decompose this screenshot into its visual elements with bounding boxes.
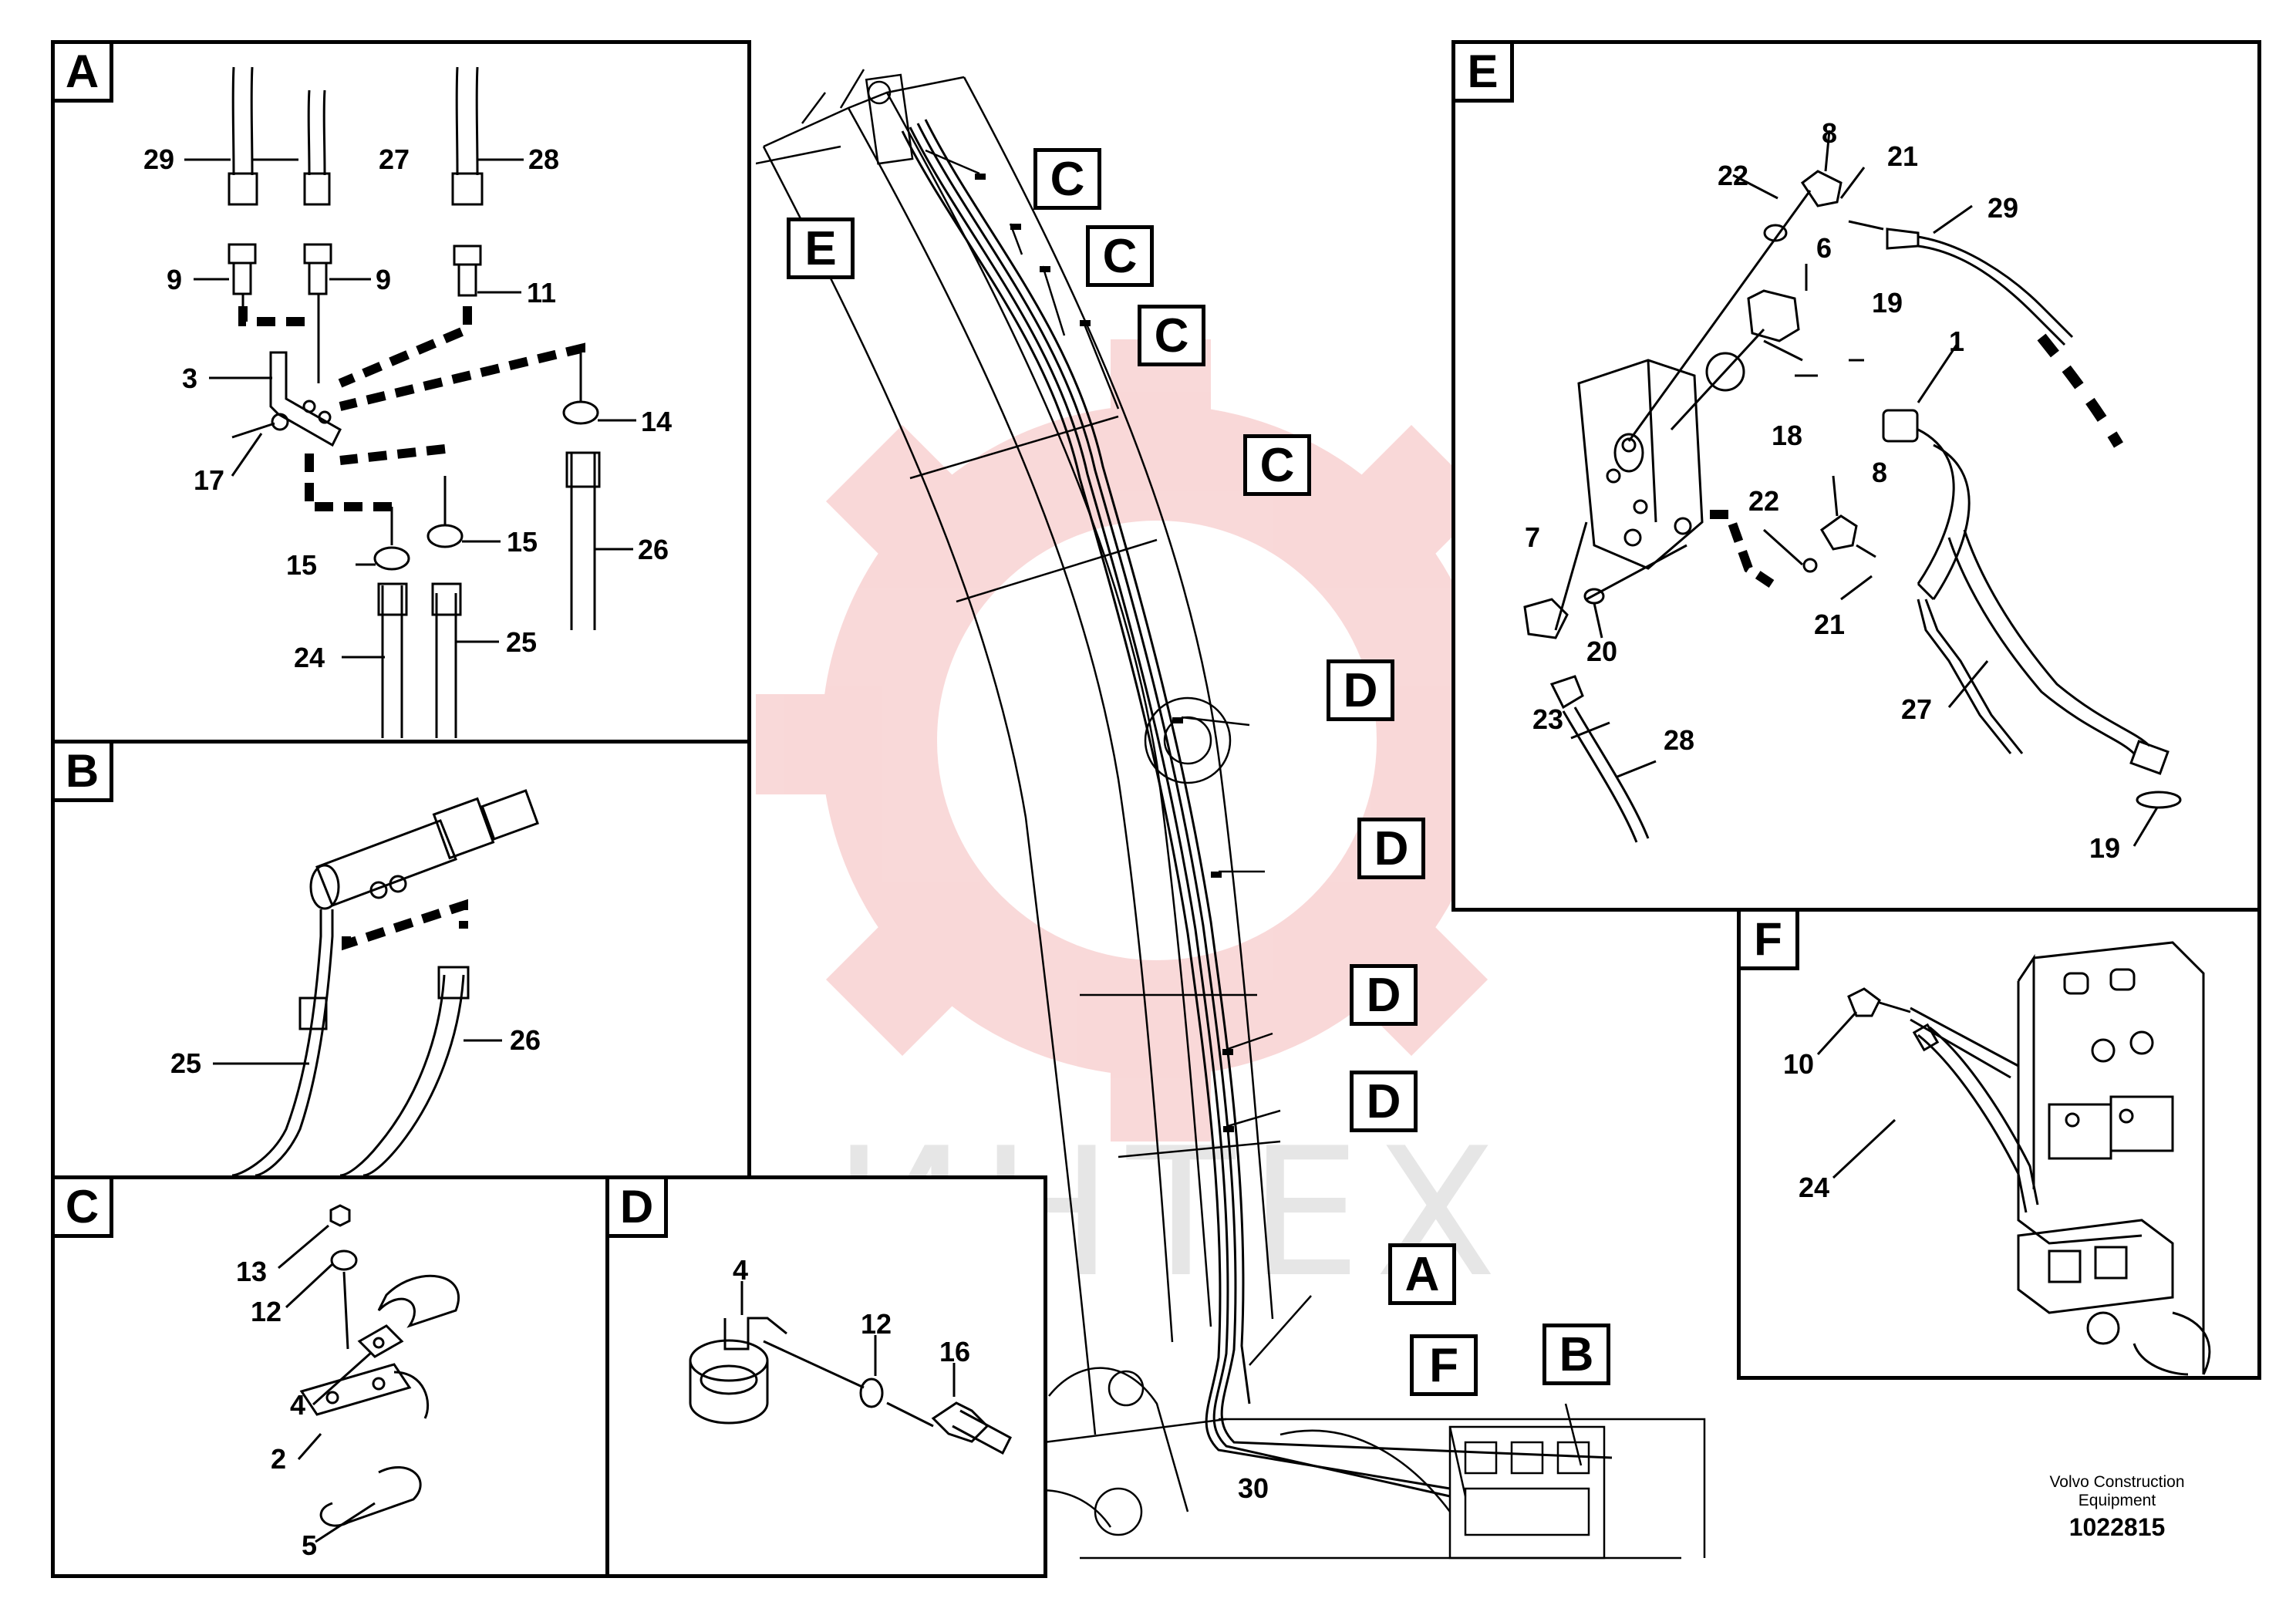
callout-b: B [1542,1324,1610,1385]
callout-c-4: C [1243,434,1311,496]
part-a-29: 29 [143,143,175,175]
company-name: Volvo Construction Equipment [2049,1473,2185,1509]
part-e-18: 18 [1772,420,1803,451]
panel-c: C 13 12 4 2 5 [51,1175,609,1578]
boom-illustration [756,69,1706,1560]
panel-e-drawing [1523,130,2182,847]
callout-d-3: D [1350,964,1418,1026]
panel-f: F [1737,908,2261,1380]
part-e-8-mid: 8 [1872,457,1888,488]
part-e-8-top: 8 [1822,117,1838,149]
panel-c-drawing [278,1204,460,1543]
part-e-19-top: 19 [1872,287,1903,319]
panel-a: A [51,40,751,744]
part-a-11: 11 [527,277,557,309]
drawing-number: 1022815 [2068,1513,2166,1541]
part-c-13: 13 [236,1256,268,1287]
part-e-28: 28 [1664,724,1695,756]
part-f-10: 10 [1783,1048,1815,1080]
part-c-4: 4 [290,1389,306,1421]
part-e-22-top: 22 [1718,160,1749,191]
part-e-6: 6 [1816,232,1832,264]
part-a-14: 14 [641,406,673,437]
panel-c-tag: C [55,1179,113,1238]
part-a-9-left: 9 [167,264,183,295]
part-d-16: 16 [939,1336,971,1367]
part-d-4: 4 [733,1254,749,1286]
part-e-1: 1 [1949,325,1965,357]
panel-b-drawing [213,789,539,1175]
part-b-26: 26 [510,1024,541,1056]
part-e-27: 27 [1901,693,1933,725]
part-a-25: 25 [506,626,538,658]
part-e-21-top: 21 [1887,140,1919,172]
callout-e: E [787,218,855,279]
part-a-9-right: 9 [376,264,392,295]
callout-f: F [1410,1334,1478,1396]
part-e-22-mid: 22 [1748,485,1780,517]
panel-e-tag: E [1455,44,1514,103]
callout-d-4: D [1350,1071,1418,1132]
panel-b-tag: B [55,744,113,802]
callout-a: A [1388,1243,1456,1305]
panel-d: D 4 12 16 [605,1175,1047,1578]
panel-b: B 25 26 [51,740,751,1179]
callout-c-2: C [1086,225,1154,287]
part-a-15-left: 15 [286,549,318,581]
part-e-21-mid: 21 [1814,609,1846,640]
panel-e: E [1451,40,2261,912]
part-d-12: 12 [861,1308,892,1340]
part-a-17: 17 [194,464,225,496]
part-e-29: 29 [1988,192,2019,224]
part-c-12: 12 [251,1296,282,1327]
callout-c-3: C [1138,305,1205,366]
part-f-24: 24 [1799,1172,1830,1203]
part-a-26: 26 [638,534,669,565]
part-c-5: 5 [302,1529,318,1561]
panel-a-drawing [184,66,636,738]
part-b-25: 25 [170,1047,202,1079]
part-a-28: 28 [528,143,560,175]
callout-d-2: D [1357,818,1425,879]
part-e-19-bottom: 19 [2089,832,2121,864]
part-a-15-right: 15 [507,526,538,558]
panel-d-tag: D [609,1179,668,1238]
part-a-3: 3 [182,363,198,394]
callout-c-1: C [1033,148,1101,210]
part-e-20: 20 [1586,636,1618,667]
panel-a-tag: A [55,44,113,103]
panel-f-tag: F [1741,912,1799,970]
panel-f-drawing [1816,941,2211,1376]
part-e-7: 7 [1525,521,1541,553]
callout-d-1: D [1327,659,1394,721]
part-e-23: 23 [1532,703,1564,735]
part-a-24: 24 [294,642,325,673]
panel-d-drawing [689,1281,1012,1455]
part-a-27: 27 [379,143,410,175]
part-c-2: 2 [271,1443,287,1475]
part-number-30: 30 [1238,1472,1269,1504]
